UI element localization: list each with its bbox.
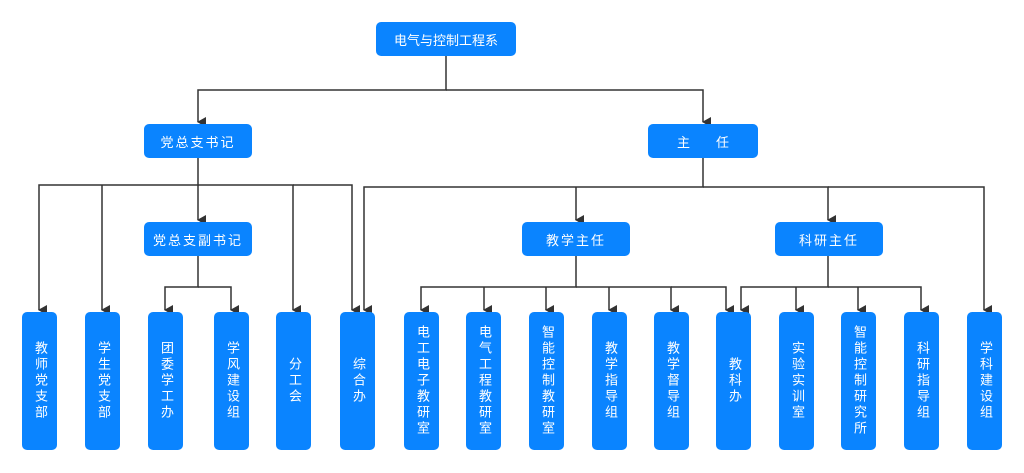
node-director[interactable]: 主 任 (648, 124, 758, 158)
node-label: 学科建设组 (977, 341, 992, 421)
node-label: 教学督导组 (664, 341, 679, 421)
node-general-office[interactable]: 综合办 (340, 312, 375, 450)
node-label: 电工电子教研室 (414, 325, 429, 437)
node-teaching-director[interactable]: 教学主任 (522, 222, 630, 256)
node-label: 电气工程教研室 (476, 325, 491, 437)
node-label: 教学指导组 (602, 341, 617, 421)
node-label: 学风建设组 (224, 341, 239, 421)
node-deputy-party-secretary[interactable]: 党总支副书记 (144, 222, 252, 256)
node-label: 教科办 (726, 357, 741, 405)
node-study-style-group[interactable]: 学风建设组 (214, 312, 249, 450)
node-root[interactable]: 电气与控制工程系 (376, 22, 516, 56)
node-union-branch[interactable]: 分工会 (276, 312, 311, 450)
node-party-secretary[interactable]: 党总支书记 (144, 124, 252, 158)
node-label: 团委学工办 (158, 341, 173, 421)
node-label: 分工会 (286, 357, 301, 405)
node-academic-affairs-office[interactable]: 教科办 (716, 312, 751, 450)
node-teacher-party-branch[interactable]: 教师党支部 (22, 312, 57, 450)
node-intelligent-control-teaching-office[interactable]: 智能控制教研室 (529, 312, 564, 450)
node-label: 教师党支部 (32, 341, 47, 421)
node-electrotech-teaching-office[interactable]: 电工电子教研室 (404, 312, 439, 450)
node-label: 智能控制研究所 (851, 325, 866, 437)
node-label: 综合办 (350, 357, 365, 405)
node-youth-league-office[interactable]: 团委学工办 (148, 312, 183, 450)
node-research-guidance-group[interactable]: 科研指导组 (904, 312, 939, 450)
node-lab-training-room[interactable]: 实验实训室 (779, 312, 814, 450)
node-label: 实验实训室 (789, 341, 804, 421)
node-discipline-construction-group[interactable]: 学科建设组 (967, 312, 1002, 450)
node-teaching-guidance-group[interactable]: 教学指导组 (592, 312, 627, 450)
node-student-party-branch[interactable]: 学生党支部 (85, 312, 120, 450)
node-label: 学生党支部 (95, 341, 110, 421)
node-label: 智能控制教研室 (539, 325, 554, 437)
node-label: 科研指导组 (914, 341, 929, 421)
node-intelligent-control-institute[interactable]: 智能控制研究所 (841, 312, 876, 450)
node-research-director[interactable]: 科研主任 (775, 222, 883, 256)
node-electrical-eng-teaching-office[interactable]: 电气工程教研室 (466, 312, 501, 450)
node-teaching-supervision-group[interactable]: 教学督导组 (654, 312, 689, 450)
